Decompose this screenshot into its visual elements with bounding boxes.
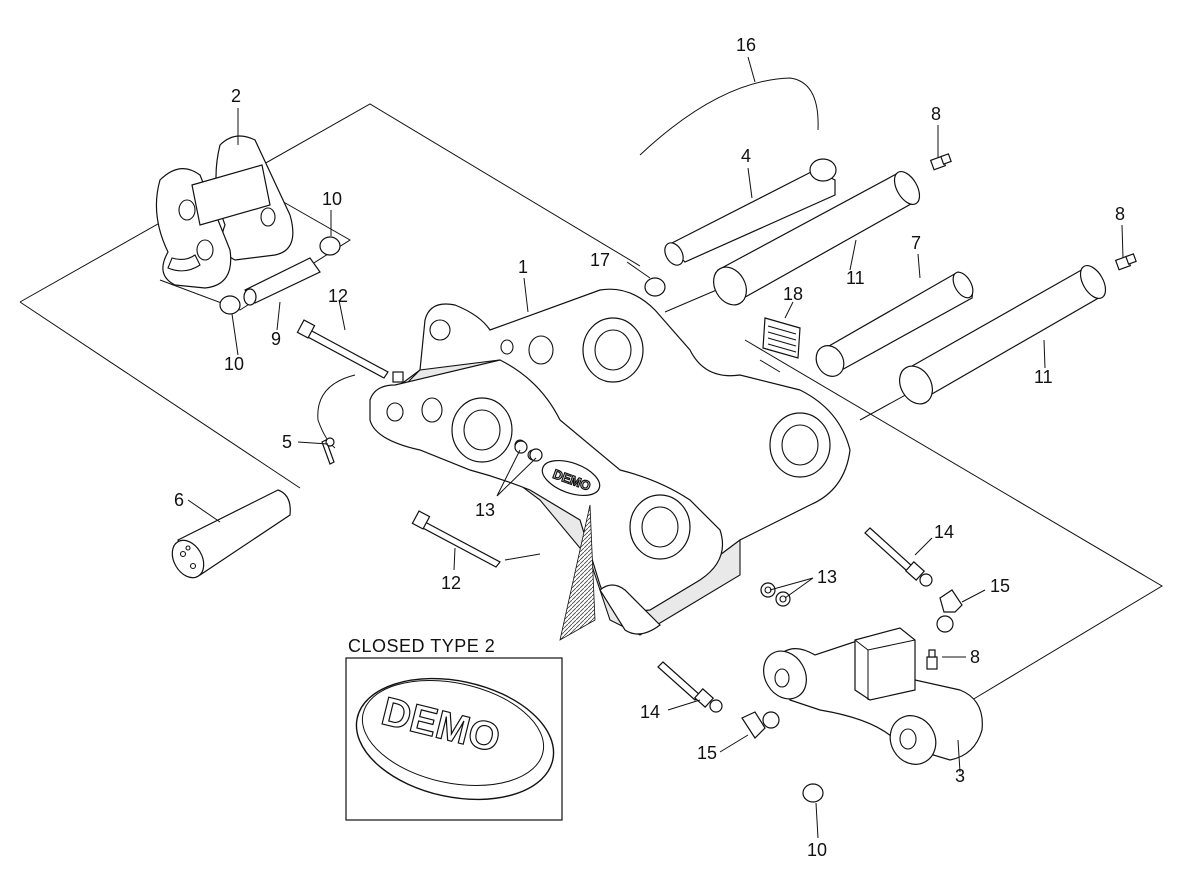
part-2-hook-plates [155,135,294,289]
part-9-small-pin [243,257,321,306]
callout-6: 6 [174,490,184,510]
part-1-coupler-body: DEMO [369,288,851,641]
part-5-clip [317,374,356,465]
part-4-pin [664,158,837,266]
part-8-grease-nipple-c [926,649,938,670]
part-8-grease-nipple-a [929,153,952,171]
part-8-grease-nipple-b [1114,253,1137,271]
part-12-bolt-a [296,319,404,383]
part-14-hose-fitting-a [864,527,933,587]
callout-14-upper: 14 [934,522,954,542]
part-10-circlip-c [802,783,824,803]
part-13-nuts-a [514,440,543,462]
callout-5: 5 [282,432,292,452]
part-15-elbow-a [936,589,963,633]
part-7-pin [815,271,974,377]
part-10-circlip-b [219,295,241,315]
callout-16: 16 [736,35,756,55]
callout-10-upper: 10 [322,189,342,209]
callout-10-left: 10 [224,354,244,374]
callout-15-upper: 15 [990,576,1010,596]
callout-11-upper: 11 [846,268,865,288]
part-15-elbow-b [741,711,780,739]
callout-18: 18 [783,284,803,304]
part-3-hydraulic-cylinder [763,627,983,765]
part-14-hose-fitting-b [657,661,723,713]
body-logo-badge [541,459,601,497]
callout-7: 7 [911,233,921,253]
callout-14-lower: 14 [640,702,660,722]
callout-8-right: 8 [1115,204,1125,224]
part-17-circlip [644,277,666,297]
callout-8-top: 8 [931,104,941,124]
callout-10-lower: 10 [807,840,827,860]
inset-title: CLOSED TYPE 2 [348,636,495,656]
callout-13-left: 13 [475,500,495,520]
callout-17: 17 [590,250,610,270]
inset-pointer-arrow [559,504,596,641]
callout-13-right: 13 [817,567,837,587]
callout-4: 4 [741,146,751,166]
callout-9: 9 [271,329,281,349]
part-6-pin [171,489,291,579]
part-11-long-pin-a [713,171,921,306]
part-18-label [762,317,801,359]
part-13-nuts-b [760,582,791,607]
callout-1: 1 [518,257,528,277]
callout-11-lower: 11 [1034,367,1053,387]
callout-2: 2 [231,86,241,106]
callout-8-lower: 8 [970,647,980,667]
callout-12-upper: 12 [328,286,348,306]
inset-closed-type-2: CLOSED TYPE 2 DEMO [345,636,563,821]
callout-15-lower: 15 [697,743,717,763]
callout-12-lower: 12 [441,573,461,593]
part-11-long-pin-b [899,265,1107,405]
part-10-circlip-a [319,236,341,256]
callout-3: 3 [955,766,965,786]
part-12-bolt-b [411,510,501,568]
callout-leaders [187,56,1124,839]
